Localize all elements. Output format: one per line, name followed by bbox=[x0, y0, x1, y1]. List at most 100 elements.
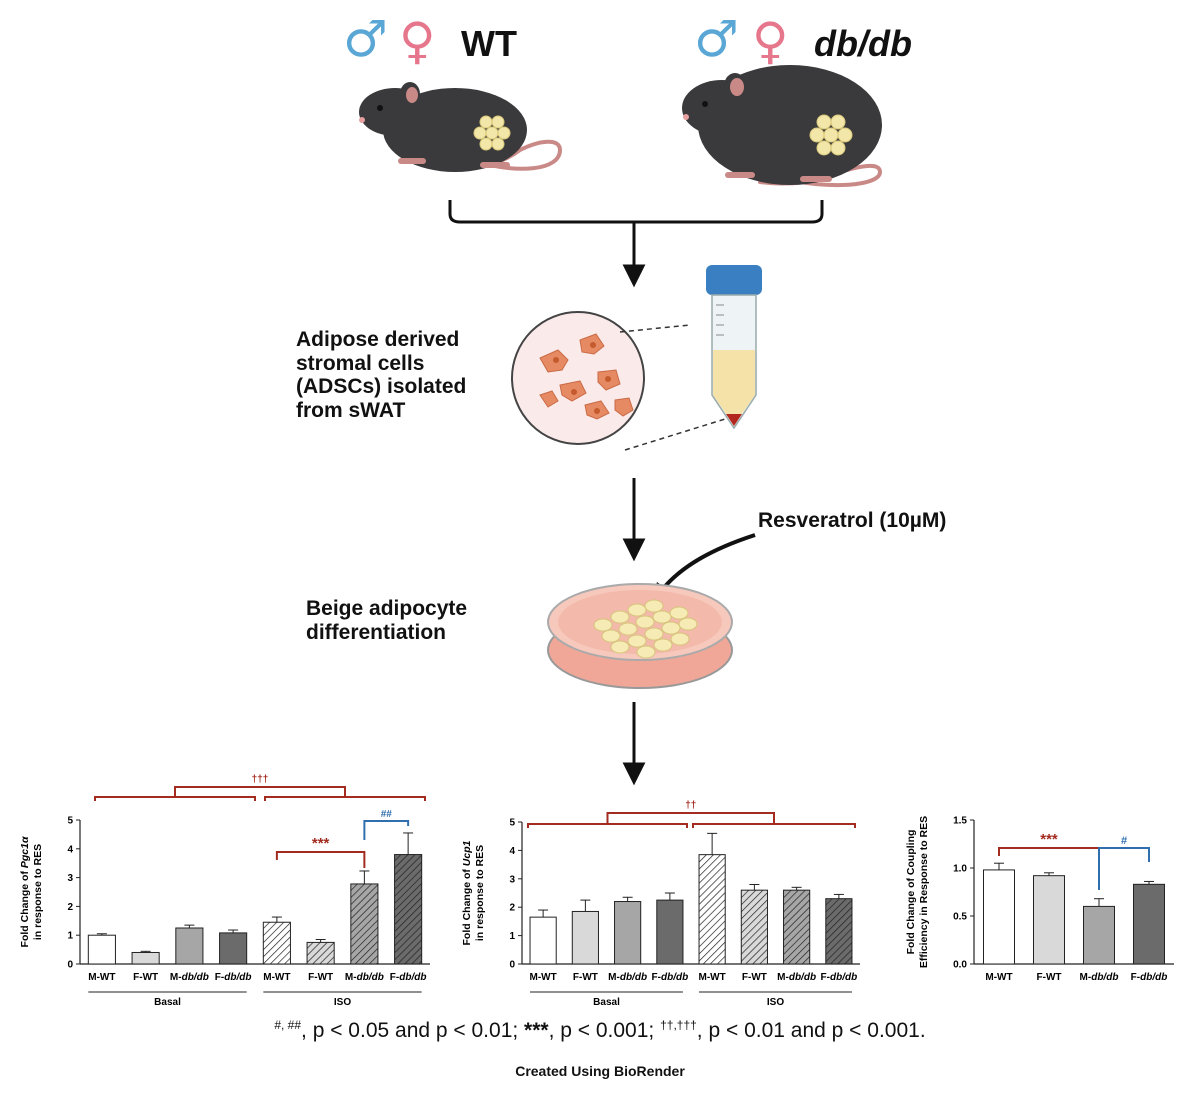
category-label: M-WT bbox=[263, 972, 290, 983]
category-label: F-WT bbox=[308, 972, 333, 983]
top-bracket-left bbox=[527, 823, 688, 828]
category-label: M-WT bbox=[699, 972, 726, 983]
category-label-italic: db/db bbox=[357, 972, 384, 983]
female-symbol-icon: ♀ bbox=[399, 12, 436, 70]
category-label: F-WT bbox=[573, 972, 598, 983]
y-axis-label-line: Fold Change of Pgc1α bbox=[19, 836, 31, 947]
bar bbox=[350, 883, 379, 965]
category-label-prefix: M- bbox=[345, 972, 357, 983]
tube-icon bbox=[706, 265, 762, 430]
category-label: M-WT bbox=[530, 972, 557, 983]
category-label-prefix: M- bbox=[170, 972, 182, 983]
category-label-italic: db/db bbox=[661, 972, 688, 983]
bar bbox=[262, 921, 291, 965]
category-label: M-WT bbox=[985, 972, 1012, 983]
dbdb-label: db/db bbox=[814, 23, 912, 64]
bar bbox=[87, 934, 116, 965]
top-bracket-label: ††† bbox=[252, 774, 269, 785]
category-label-prefix: F- bbox=[652, 972, 661, 983]
bar bbox=[1083, 905, 1115, 965]
group-label: Basal bbox=[154, 997, 181, 1008]
category-label: M-db/db bbox=[170, 972, 209, 983]
category-label-italic: db/db bbox=[620, 972, 647, 983]
category-label: F-db/db bbox=[652, 972, 689, 983]
y-tick-label: 5 bbox=[509, 818, 515, 829]
category-label: F-db/db bbox=[215, 972, 252, 983]
category-label-italic: db/db bbox=[789, 972, 816, 983]
category-label-italic: db/db bbox=[1140, 972, 1167, 983]
category-label: F-db/db bbox=[1131, 972, 1168, 983]
bar bbox=[740, 889, 768, 965]
female-symbol-icon: ♀ bbox=[752, 12, 789, 70]
top-bracket-right bbox=[692, 823, 856, 828]
y-tick-label: 2 bbox=[509, 903, 515, 914]
petri-dish-icon bbox=[547, 583, 733, 689]
y-tick-label: 3 bbox=[509, 874, 515, 885]
significance-label: *** bbox=[312, 835, 330, 852]
bar bbox=[529, 916, 557, 965]
significance-label: *** bbox=[1040, 831, 1058, 848]
bar bbox=[571, 910, 599, 965]
bar bbox=[983, 869, 1015, 965]
category-label-prefix: F- bbox=[390, 972, 399, 983]
y-tick-label: 5 bbox=[67, 816, 73, 827]
y-tick-label: 0.5 bbox=[953, 912, 967, 923]
category-label-prefix: M- bbox=[608, 972, 620, 983]
bar bbox=[698, 854, 726, 965]
y-axis-label-line-italic: Pgc1α bbox=[19, 836, 31, 868]
y-axis-label-line-part: Fold Change of bbox=[19, 868, 31, 947]
top-bracket-right bbox=[264, 796, 426, 801]
bar bbox=[783, 889, 811, 965]
workflow-illustration bbox=[359, 65, 883, 786]
isolation-label: Adipose derived stromal cells (ADSCs) is… bbox=[296, 328, 467, 422]
bar bbox=[614, 901, 642, 965]
group-label: Basal bbox=[593, 997, 620, 1008]
category-label: F-WT bbox=[742, 972, 767, 983]
category-label-prefix: F- bbox=[1131, 972, 1140, 983]
significance-bracket bbox=[363, 820, 410, 840]
y-tick-label: 0 bbox=[509, 960, 515, 971]
category-label-italic: db/db bbox=[1091, 972, 1118, 983]
y-axis-label-line: Efficiency in Response to RES bbox=[918, 816, 930, 968]
bar bbox=[394, 854, 423, 965]
y-tick-label: 1.5 bbox=[953, 816, 967, 827]
star-marks: *** bbox=[524, 1019, 549, 1042]
bar bbox=[175, 927, 204, 965]
y-tick-label: 4 bbox=[509, 846, 515, 857]
y-tick-label: 2 bbox=[67, 902, 73, 913]
y-tick-label: 4 bbox=[67, 844, 73, 855]
hash-marks: #, ## bbox=[274, 1018, 302, 1032]
adsc-cells-icon bbox=[511, 311, 645, 445]
credit-line: Created Using BioRender bbox=[515, 1063, 685, 1079]
wt-label: WT bbox=[461, 23, 517, 64]
significance-label: # bbox=[1121, 835, 1127, 847]
significance-label: ## bbox=[381, 809, 393, 820]
category-label: F-WT bbox=[1037, 972, 1062, 983]
category-label: M-db/db bbox=[777, 972, 816, 983]
group-label: ISO bbox=[334, 997, 351, 1008]
top-bracket-join bbox=[606, 812, 775, 824]
y-axis-label-line: in response to RES bbox=[32, 844, 44, 940]
category-label-italic: db/db bbox=[182, 972, 209, 983]
differentiation-label: Beige adipocyte differentiation bbox=[306, 597, 468, 644]
y-axis-label-line: in response to RES bbox=[474, 845, 486, 941]
category-label-prefix: F- bbox=[821, 972, 830, 983]
y-axis-label-line-italic: Ucp1 bbox=[461, 840, 473, 866]
y-tick-label: 1 bbox=[67, 931, 73, 942]
y-tick-label: 1 bbox=[509, 931, 515, 942]
category-label: F-WT bbox=[133, 972, 158, 983]
y-axis-label-line: Fold Change of Ucp1 bbox=[461, 840, 473, 945]
y-tick-label: 0.0 bbox=[953, 960, 967, 971]
top-bracket-label: †† bbox=[685, 800, 696, 811]
male-symbol-icon: ♂ bbox=[694, 10, 739, 68]
bar bbox=[131, 951, 160, 965]
significance-bracket bbox=[275, 851, 366, 868]
category-label-prefix: M- bbox=[777, 972, 789, 983]
category-label-italic: db/db bbox=[224, 972, 251, 983]
male-symbol-icon: ♂ bbox=[343, 10, 388, 68]
category-label-prefix: M- bbox=[1080, 972, 1092, 983]
